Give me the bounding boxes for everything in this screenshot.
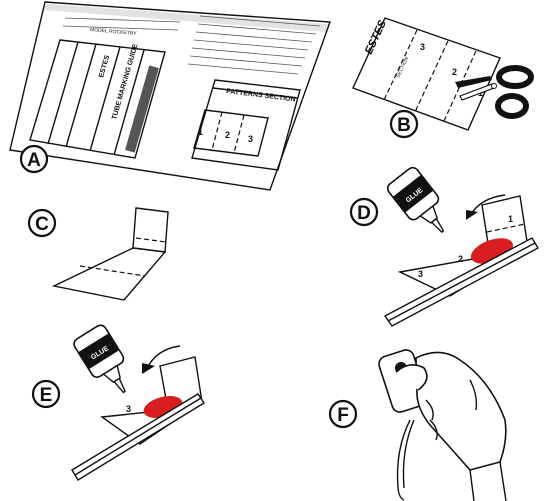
step-label-b: B xyxy=(389,109,419,139)
e-number-3: 3 xyxy=(126,404,131,414)
glue-step-d: 1 2 3 GLUE xyxy=(383,166,539,327)
svg-text:A: A xyxy=(27,150,41,171)
d-number-2: 2 xyxy=(458,254,463,264)
d-number-1: 1 xyxy=(508,214,513,224)
cut-pattern-step: ESTES SECTION 3 2 1 xyxy=(352,17,534,131)
d-number-3: 3 xyxy=(418,269,423,279)
pattern-number-2: 2 xyxy=(452,67,457,77)
svg-text:E: E xyxy=(40,385,53,406)
step-label-e: E xyxy=(31,379,61,409)
launch-controller-hand xyxy=(378,349,507,501)
sheet-section-3: 3 xyxy=(248,134,253,144)
svg-text:B: B xyxy=(397,115,411,136)
glue-bottle-icon-e: GLUE xyxy=(73,324,126,394)
step-label-d: D xyxy=(349,197,379,227)
sheet-section-1: 1 xyxy=(198,127,203,137)
folded-pattern xyxy=(51,207,169,301)
svg-text:D: D xyxy=(357,203,371,224)
step-label-a: A xyxy=(19,144,49,174)
glue-bottle-icon: GLUE xyxy=(386,166,445,234)
sheet-section-2: 2 xyxy=(225,130,230,140)
svg-text:F: F xyxy=(337,405,349,426)
step-label-f: F xyxy=(328,399,358,429)
scissors-icon xyxy=(455,65,534,119)
svg-text:C: C xyxy=(35,214,49,235)
pattern-number-3: 3 xyxy=(420,42,425,52)
model-rocketry-text: MODEL ROCKETRY xyxy=(90,27,138,37)
glue-step-e: 3 GLUE xyxy=(71,324,205,481)
instruction-sheet: MODEL ROCKETRY ESTES TUBE MARKING GUIDE … xyxy=(9,1,331,191)
step-label-c: C xyxy=(27,208,57,238)
